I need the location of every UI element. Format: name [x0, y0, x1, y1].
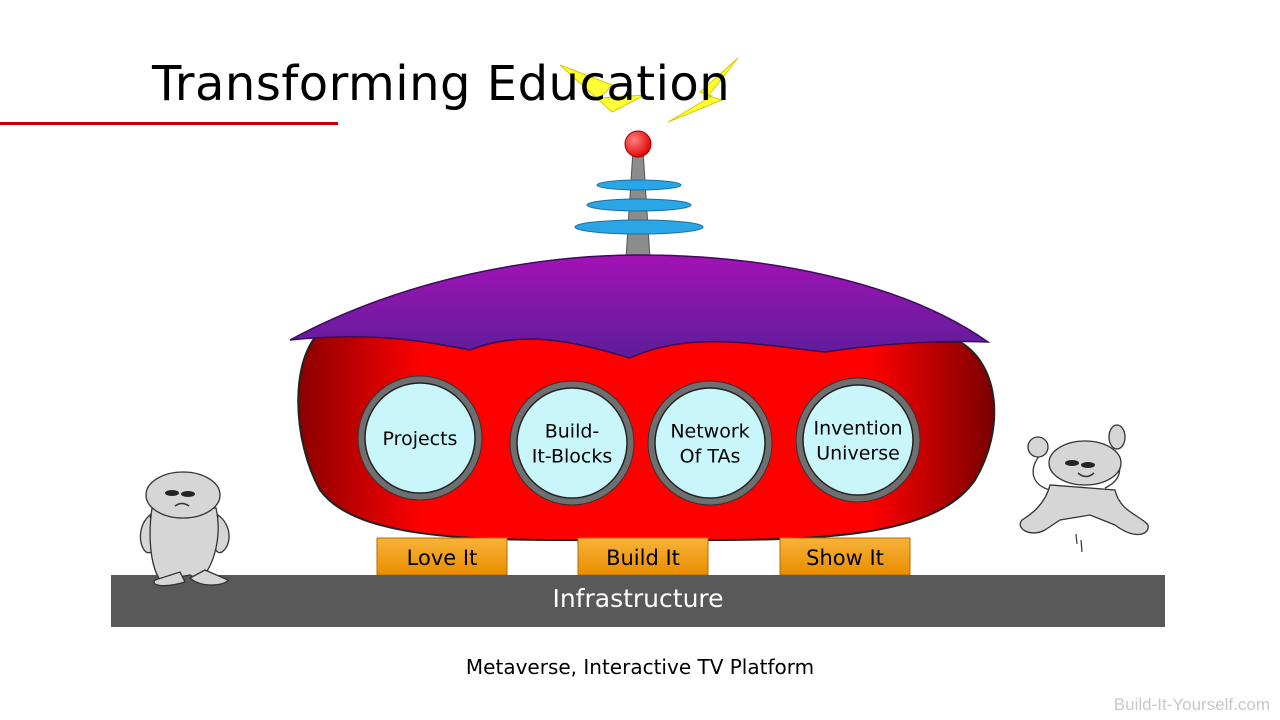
pod-label-line: Of TAs	[680, 446, 741, 468]
pod-label-line: It-Blocks	[532, 446, 613, 468]
pillars: Love It Build It Show It	[376, 537, 911, 576]
pods: Projects Build- It-Blocks Network Of TAs Inve…	[357, 375, 921, 506]
footer-watermark: Build-It-Yourself.com	[1113, 695, 1270, 714]
pillar-label: Show It	[806, 546, 884, 570]
pod-label-line: Universe	[816, 443, 900, 465]
pod-window	[654, 387, 766, 499]
caption: Metaverse, Interactive TV Platform	[465, 655, 815, 679]
pod-1: Projects	[357, 375, 483, 501]
pillar-block	[779, 537, 911, 576]
pillar-1: Love It	[376, 537, 508, 576]
ship-roof	[289, 254, 991, 359]
pod-label-line: Projects	[383, 428, 458, 450]
pod-window	[364, 382, 476, 494]
page-title: Transforming Education	[152, 56, 731, 112]
pod-2: Build- It-Blocks	[509, 380, 635, 506]
pod-3: Network Of TAs	[647, 380, 773, 506]
pillar-3: Show It	[779, 537, 911, 576]
pod-window	[516, 387, 628, 499]
pillar-label: Love It	[407, 546, 478, 570]
pod-window	[802, 384, 914, 496]
pillar-2: Build It	[577, 537, 709, 576]
infrastructure-label: Infrastructure	[552, 584, 723, 613]
title-underline	[0, 122, 338, 125]
antenna-icon	[574, 130, 704, 259]
lightning-spark-icon	[559, 57, 739, 123]
infrastructure-bar	[111, 575, 1165, 627]
pillar-block	[577, 537, 709, 576]
sad-character-icon	[139, 471, 230, 587]
pod-label-line: Network	[670, 421, 749, 443]
pillar-block	[376, 537, 508, 576]
jumping-happy-character-icon	[1019, 424, 1149, 553]
pillar-label: Build It	[606, 546, 680, 570]
pod-label-line: Invention	[813, 418, 902, 440]
pod-label-line: Build-	[545, 421, 600, 443]
